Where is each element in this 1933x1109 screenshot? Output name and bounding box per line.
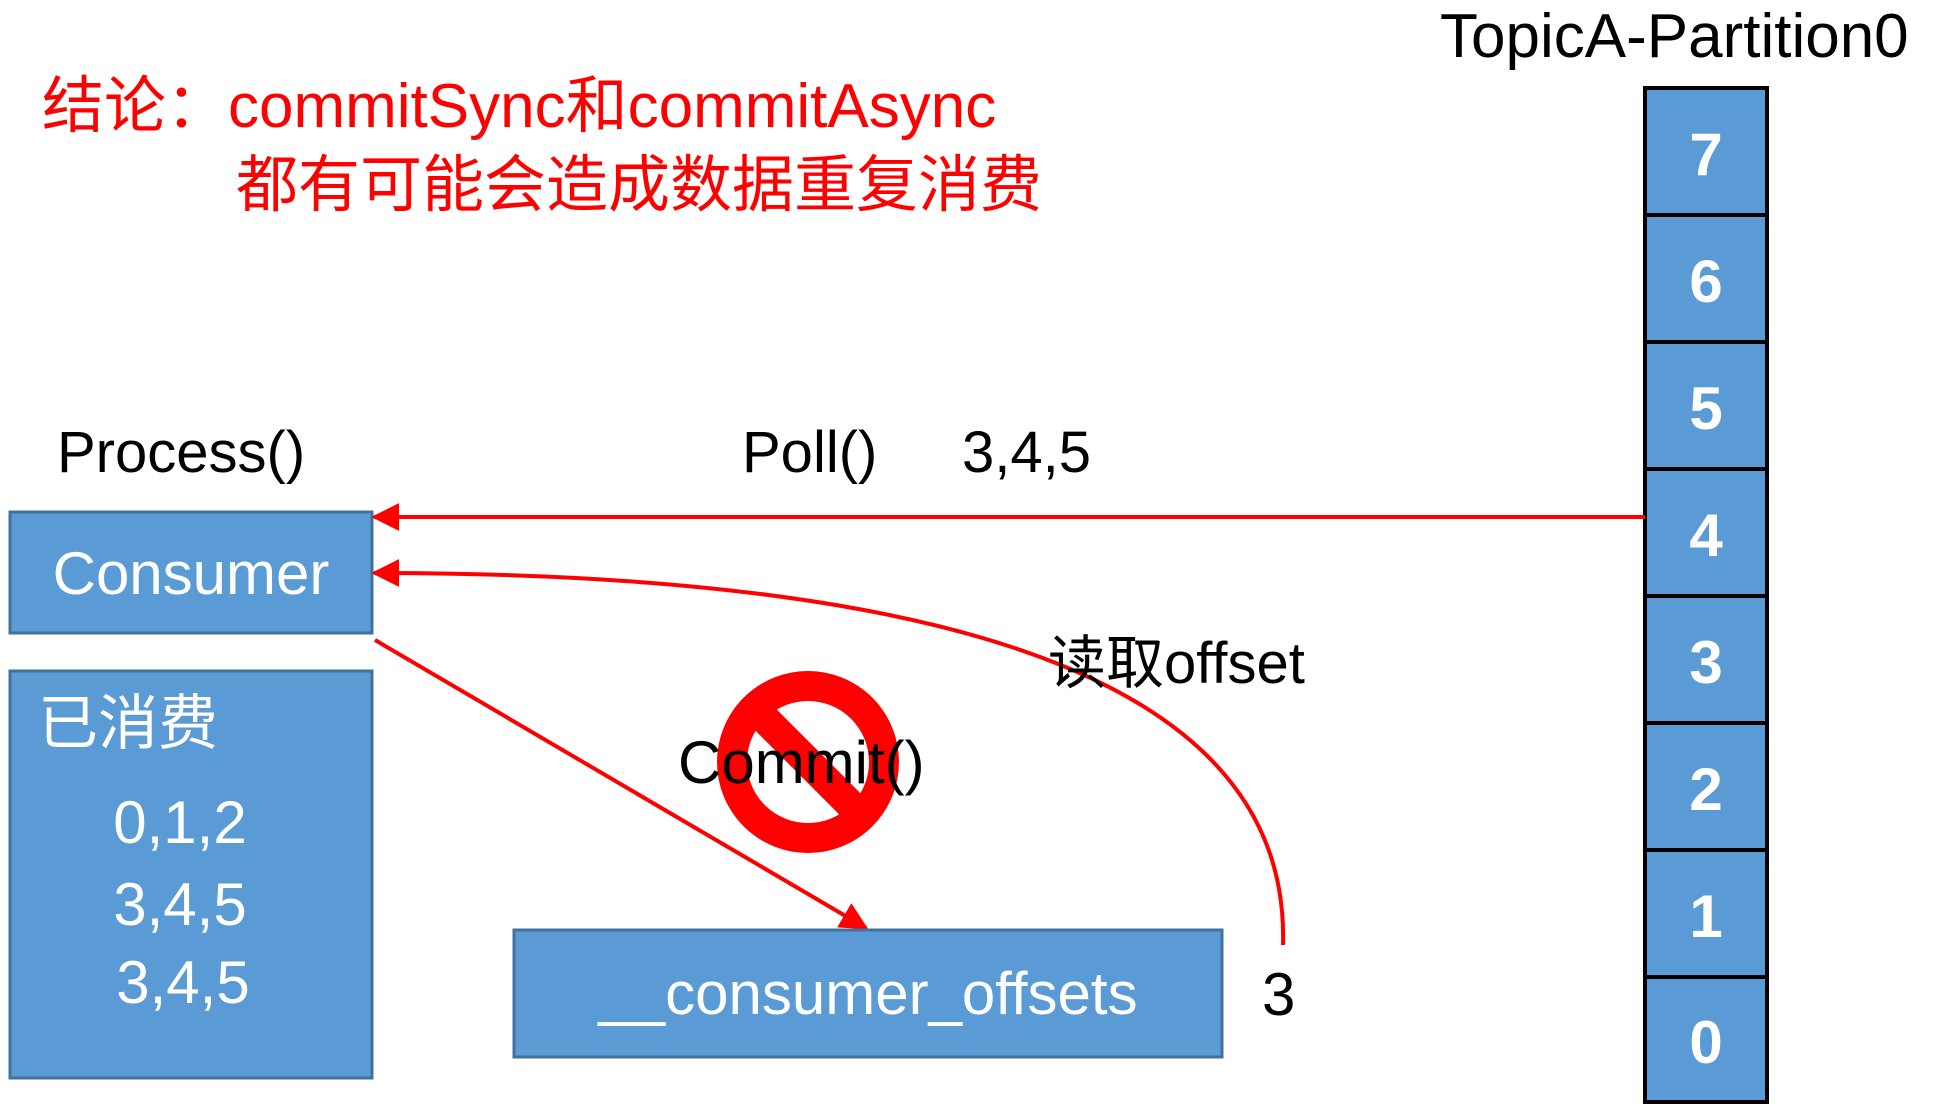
partition-offset-3: 3 xyxy=(1689,629,1722,696)
read-offset-arrow xyxy=(371,559,1286,946)
consumer-offsets-label: __consumer_offsets xyxy=(597,960,1137,1027)
commit-label: Commit() xyxy=(678,729,925,796)
partition-offset-2: 2 xyxy=(1689,756,1722,823)
conclusion-line-2: 都有可能会造成数据重复消费 xyxy=(236,151,1042,220)
conclusion-line-1: 结论：commitSync和commitAsync xyxy=(42,72,996,141)
consumed-row-1: 0,1,2 xyxy=(113,789,246,856)
process-label: Process() xyxy=(57,420,305,485)
prohibit-icon xyxy=(717,671,899,853)
partition-cell-0: 0 xyxy=(1643,975,1769,1104)
topic-partition-title: TopicA-Partition0 xyxy=(1440,2,1909,71)
consumer-offsets-box: __consumer_offsets xyxy=(512,928,1224,1059)
poll-records: 3,4,5 xyxy=(962,420,1091,485)
partition-offset-0: 0 xyxy=(1689,1009,1722,1076)
consumed-box: 已消费 0,1,2 3,4,5 3,4,5 xyxy=(8,669,374,1080)
stored-offset-value: 3 xyxy=(1262,961,1295,1028)
partition-cell-5: 5 xyxy=(1643,340,1769,471)
poll-label: Poll() xyxy=(742,420,877,485)
consumed-row-3: 3,4,5 xyxy=(116,949,249,1016)
commit-arrow xyxy=(373,638,869,930)
consumer-box: Consumer xyxy=(8,510,374,635)
partition-offset-4: 4 xyxy=(1689,502,1723,569)
partition-cell-3: 3 xyxy=(1643,594,1769,725)
consumed-row-2: 3,4,5 xyxy=(113,871,246,938)
consumed-title: 已消费 xyxy=(38,690,218,757)
partition-offset-6: 6 xyxy=(1689,248,1722,315)
partition-stack: 7 6 5 4 3 2 1 0 xyxy=(1643,86,1769,1104)
consumer-label: Consumer xyxy=(53,540,330,607)
read-offset-label: 读取offset xyxy=(1048,631,1305,696)
partition-offset-7: 7 xyxy=(1689,121,1722,188)
partition-offset-1: 1 xyxy=(1689,883,1722,950)
partition-offset-5: 5 xyxy=(1689,375,1722,442)
partition-cell-1: 1 xyxy=(1643,848,1769,979)
partition-cell-2: 2 xyxy=(1643,721,1769,852)
partition-cell-4: 4 xyxy=(1643,467,1769,598)
partition-cell-7: 7 xyxy=(1643,86,1769,217)
partition-cell-6: 6 xyxy=(1643,213,1769,344)
